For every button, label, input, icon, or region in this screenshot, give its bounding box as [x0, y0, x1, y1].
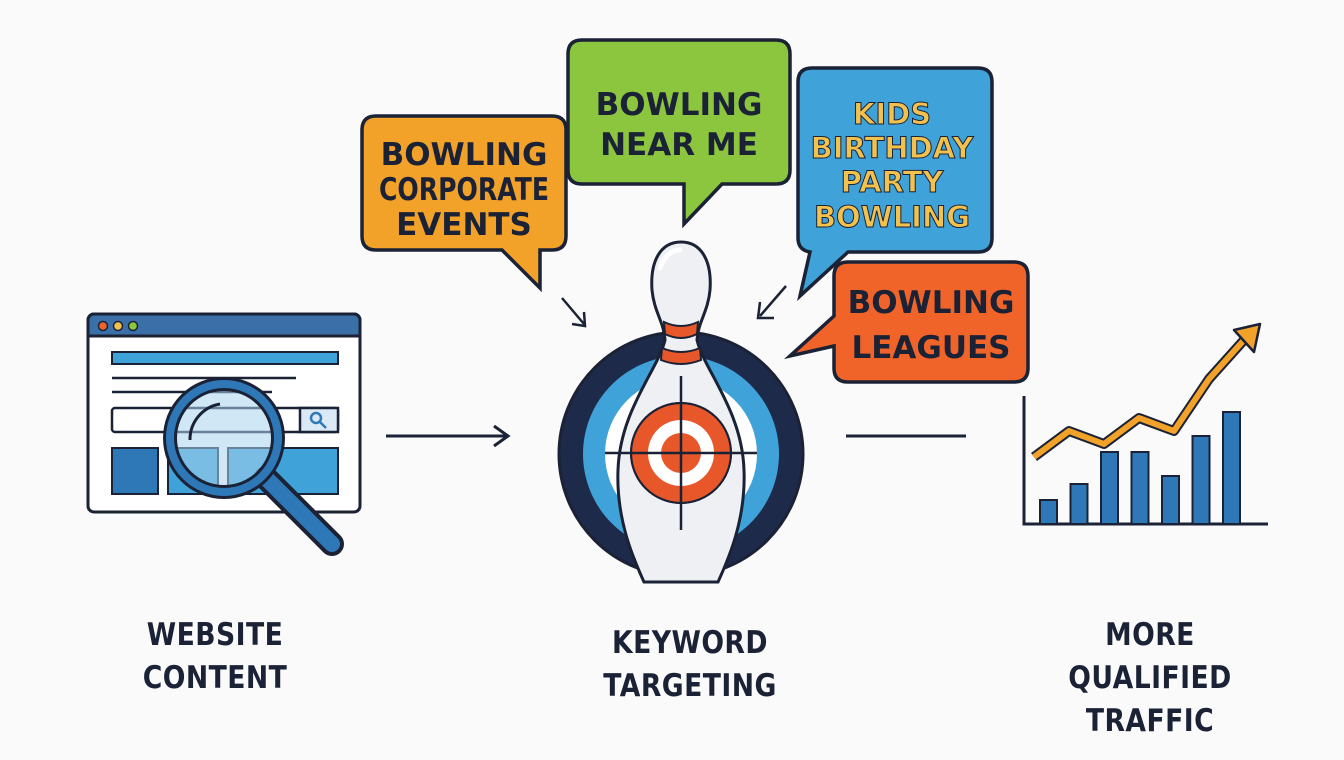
stage-label-keyword: KEYWORD TARGETING: [578, 622, 802, 708]
keyword-bubble-near-me: BOWLING NEAR ME: [566, 38, 792, 229]
trend-line: [1032, 337, 1247, 460]
chart-bar: [1222, 411, 1241, 525]
stage-label-traffic: MORE QUALIFIED TRAFFIC: [1021, 614, 1279, 743]
stage-label-website-line-2: CONTENT: [142, 660, 288, 696]
trend-line-outline: [1031, 336, 1248, 462]
chart-bar: [1039, 499, 1058, 525]
pointer-arrow-left: [561, 297, 587, 328]
bubble-leagues-line-1: BOWLING: [848, 285, 1015, 321]
keyword-bubble-corporate: BOWLING CORPORATE EVENTS: [360, 114, 568, 293]
bubble-kids-line-2: BIRTHDAY: [811, 131, 975, 165]
stage-label-website-line-1: WEBSITE: [146, 617, 284, 653]
bubble-kids-line-4: BOWLING: [814, 200, 970, 234]
stage-label-traffic-line-1: MORE QUALIFIED: [1068, 617, 1232, 696]
trend-chart-icon: [1022, 322, 1268, 526]
stage-label-website: WEBSITE CONTENT: [112, 614, 318, 700]
bubble-corporate-line-3: EVENTS: [396, 207, 532, 243]
chart-axes: [1022, 396, 1268, 526]
bubble-near-me-line-2: NEAR ME: [600, 127, 758, 163]
stage-label-keyword-line-2: TARGETING: [603, 668, 777, 704]
chart-bar: [1130, 451, 1150, 525]
chart-bar: [1069, 483, 1089, 525]
crosshair-icon: [605, 376, 757, 530]
bubble-kids-line-3: PARTY: [841, 165, 945, 199]
chart-bar: [1191, 435, 1211, 525]
pointer-arrow-right: [756, 285, 787, 320]
bubble-near-me-line-1: BOWLING: [596, 87, 763, 123]
flow-arrow-right: [386, 424, 511, 448]
chart-bar: [1100, 451, 1119, 525]
keyword-bubble-leagues: BOWLING LEAGUES: [783, 260, 1030, 384]
keyword-bubble-kids: KIDS BIRTHDAY PARTY BOWLING: [796, 66, 994, 302]
stage-label-keyword-line-1: KEYWORD: [612, 625, 768, 661]
magnifier-icon: [163, 377, 344, 556]
bubble-kids-line-1: KIDS: [853, 97, 931, 131]
bubble-corporate-line-2: CORPORATE: [379, 172, 549, 208]
stage-label-traffic-line-2: TRAFFIC: [1085, 703, 1215, 739]
bubble-corporate-line-1: BOWLING: [381, 137, 548, 173]
bubble-leagues-line-2: LEAGUES: [851, 330, 1010, 366]
chart-bar: [1161, 475, 1180, 525]
trend-arrowhead: [1232, 322, 1262, 354]
